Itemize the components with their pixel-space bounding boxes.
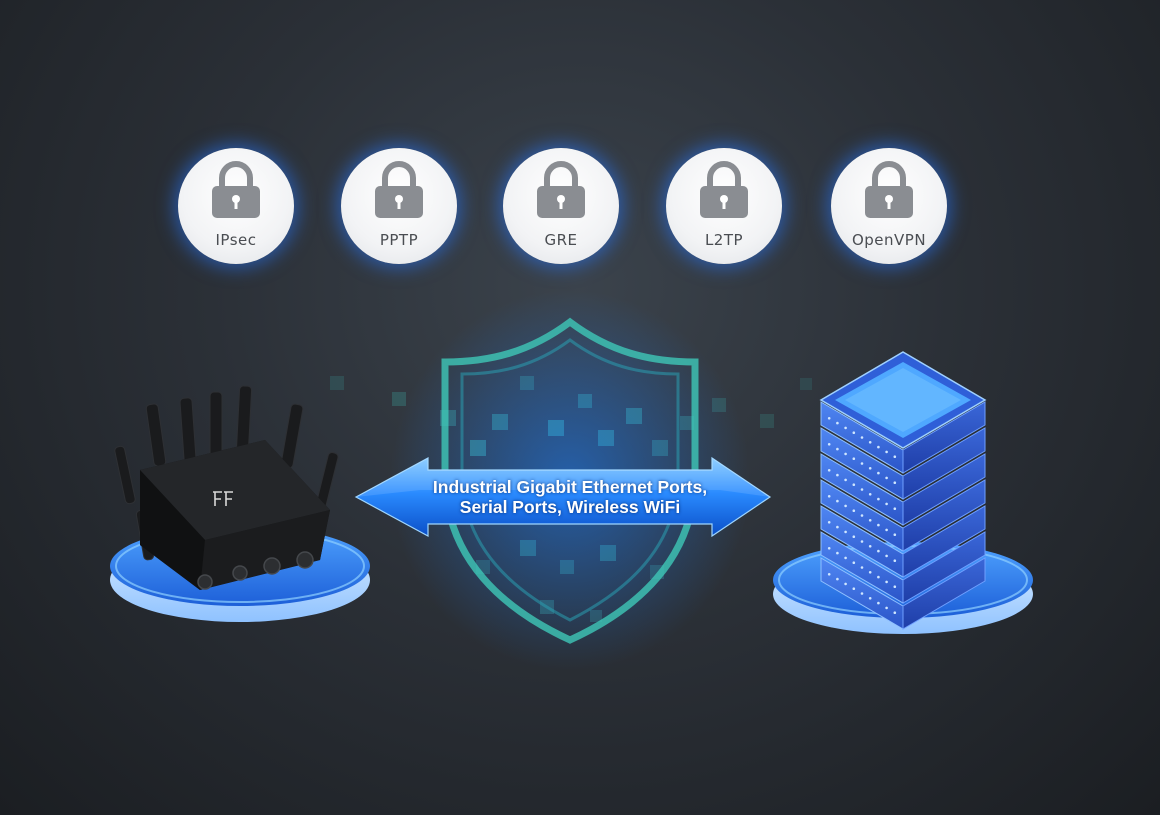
- server-led: [836, 447, 839, 451]
- server-led: [868, 441, 872, 444]
- server-led: [885, 502, 888, 506]
- protocol-label: L2TP: [704, 231, 744, 249]
- shield-icon: [441, 317, 699, 644]
- server-led: [827, 547, 831, 550]
- server-led: [860, 566, 864, 569]
- server-led: [860, 436, 864, 439]
- ipsec-lock-badge: IPsec: [178, 148, 294, 264]
- server-led: [836, 577, 839, 581]
- server-unit-right: [902, 427, 986, 500]
- padlock-icon: [700, 161, 748, 218]
- server-led: [885, 528, 888, 532]
- server-top-highlight: [845, 368, 961, 432]
- server-led: [877, 445, 880, 449]
- protocol-label: GRE: [544, 231, 578, 249]
- server-led: [827, 521, 831, 524]
- server-unit-right: [902, 531, 986, 604]
- padlock-icon: [375, 161, 423, 218]
- protocol-label: PPTP: [379, 231, 419, 249]
- pptp-lock-badge: PPTP: [341, 148, 457, 264]
- server-unit-right: [902, 557, 986, 630]
- server-led: [885, 554, 888, 558]
- connection-label-line2: Serial Ports, Wireless WiFi: [459, 497, 681, 517]
- server-led: [877, 471, 880, 475]
- server-led: [852, 509, 856, 512]
- server-led: [852, 587, 856, 590]
- server-led: [827, 495, 831, 498]
- server-led: [844, 556, 847, 560]
- gre-lock-badge: GRE: [503, 148, 619, 264]
- server-led: [877, 523, 880, 527]
- padlock-icon: [537, 161, 585, 218]
- server-led: [836, 421, 839, 425]
- server-led: [877, 601, 880, 605]
- server-led: [844, 582, 847, 586]
- server-led: [836, 551, 839, 555]
- protocol-label: IPsec: [215, 231, 257, 249]
- server-led: [844, 452, 847, 456]
- connection-arrow: [354, 456, 772, 538]
- server-led: [893, 611, 897, 614]
- padlock-icon: [865, 161, 913, 218]
- protocol-label: OpenVPN: [851, 231, 927, 249]
- openvpn-lock-badge: OpenVPN: [831, 148, 947, 264]
- server-led: [844, 426, 847, 430]
- server-unit-right: [902, 401, 986, 474]
- industrial-router: [114, 385, 339, 590]
- server-led: [893, 585, 897, 588]
- server-led: [852, 535, 856, 538]
- server-led: [885, 476, 888, 480]
- server-led: [893, 455, 897, 459]
- server-led: [827, 469, 831, 472]
- server-led: [885, 580, 888, 584]
- server-led: [852, 483, 856, 487]
- server-led: [868, 493, 872, 496]
- server-led: [844, 504, 847, 508]
- server-led: [827, 417, 831, 420]
- server-led: [877, 497, 880, 501]
- server-led: [860, 514, 864, 517]
- server-led: [836, 525, 839, 529]
- server-led: [868, 597, 872, 600]
- server-led: [860, 592, 864, 595]
- server-stack: [819, 351, 987, 630]
- server-led: [893, 559, 897, 562]
- server-led: [868, 519, 872, 522]
- server-led: [827, 573, 831, 576]
- server-led: [852, 457, 856, 461]
- server-led: [836, 473, 839, 477]
- server-led: [868, 467, 872, 470]
- connection-label-line1: Industrial Gigabit Ethernet Ports,: [432, 477, 708, 497]
- server-led: [877, 549, 880, 553]
- server-led: [836, 499, 839, 503]
- server-unit-right: [902, 505, 986, 578]
- server-led: [868, 571, 872, 574]
- server-led: [860, 540, 864, 543]
- server-led: [844, 530, 847, 534]
- server-led: [852, 561, 856, 564]
- server-led: [893, 533, 897, 536]
- server-led: [877, 575, 880, 579]
- server-led: [885, 606, 888, 610]
- server-led: [860, 488, 864, 491]
- server-led: [860, 462, 864, 465]
- server-led: [885, 450, 888, 454]
- server-unit-right: [902, 453, 986, 526]
- padlock-icon: [212, 161, 260, 218]
- connection-label: Industrial Gigabit Ethernet Ports, Seria…: [390, 477, 750, 517]
- server-led: [893, 507, 897, 511]
- server-led: [827, 443, 831, 446]
- server-led: [844, 478, 847, 482]
- l2tp-lock-badge: L2TP: [666, 148, 782, 264]
- server-led: [852, 431, 856, 435]
- server-led: [868, 545, 872, 548]
- server-led: [893, 481, 897, 485]
- server-unit-right: [902, 479, 986, 552]
